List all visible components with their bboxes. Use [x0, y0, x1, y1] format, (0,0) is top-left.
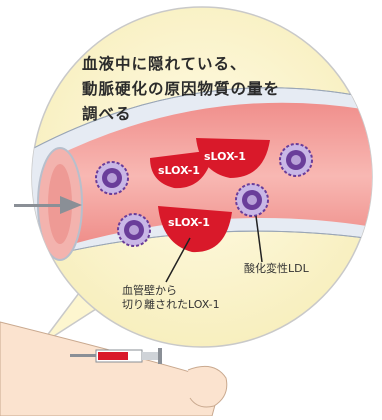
headline-line-1: 血液中に隠れている、 — [82, 55, 247, 73]
syringe-icon — [70, 348, 162, 364]
pointer-line-slox — [165, 237, 191, 283]
slox-label-2: sLOX-1 — [204, 150, 246, 163]
pointer-line-ldl — [255, 215, 263, 263]
slox-fragment-1: sLOX-1 — [150, 150, 214, 189]
slox-label-1: sLOX-1 — [158, 164, 200, 177]
label-detached-line-2: 切り離されたLOX-1 — [122, 298, 220, 311]
slox-fragment-2: sLOX-1 — [196, 138, 270, 178]
label-oxidized-ldl: 酸化変性LDL — [244, 262, 309, 275]
needle-icon — [14, 196, 82, 214]
ldl-particle-4 — [279, 143, 313, 177]
headline-line-3: 調べる — [82, 105, 132, 123]
ldl-particle-2 — [117, 213, 151, 247]
label-detached-line-1: 血管壁から — [122, 284, 177, 297]
ldl-particle-1 — [95, 161, 129, 195]
slox-label-3: sLOX-1 — [168, 216, 210, 229]
ldl-particle-3 — [235, 183, 269, 217]
slox-fragment-3: sLOX-1 — [158, 206, 232, 253]
arm-illustration — [0, 321, 228, 417]
headline-line-2: 動脈硬化の原因物質の量を — [82, 80, 281, 98]
